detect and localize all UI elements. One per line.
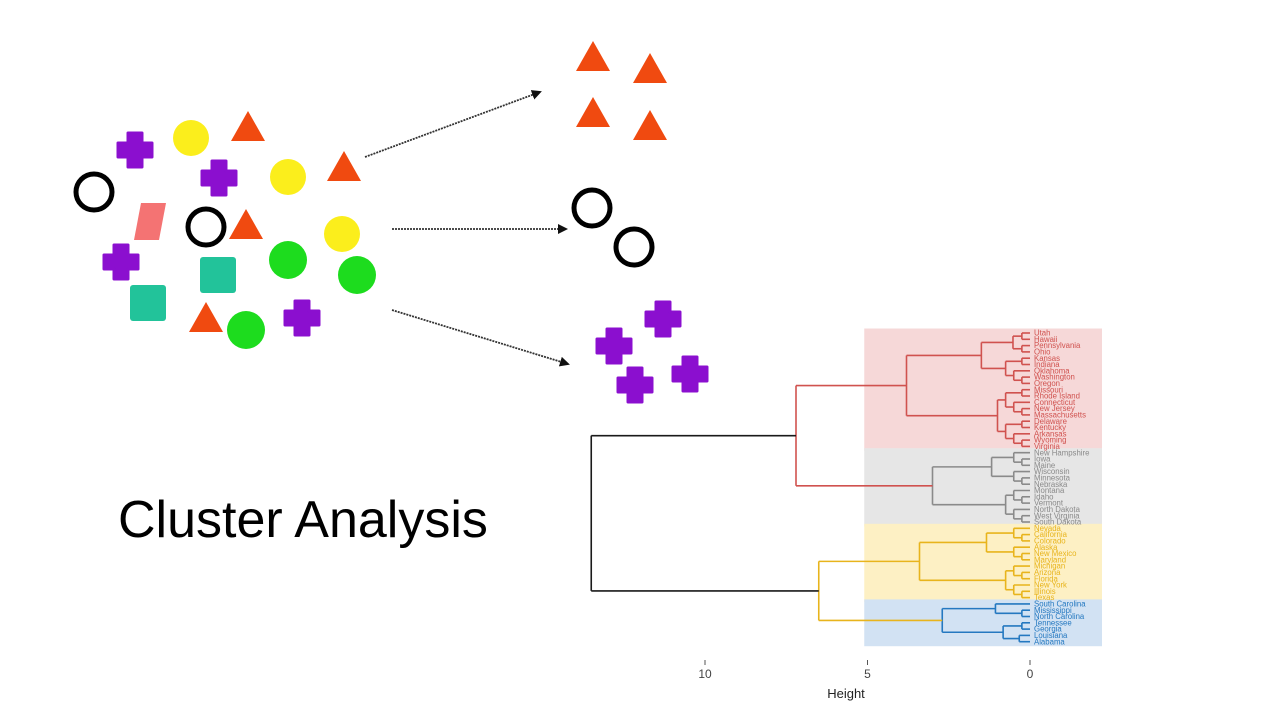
state-label: South Carolina — [1034, 600, 1086, 609]
state-label: Delaware — [1034, 417, 1067, 426]
state-label: Georgia — [1034, 625, 1062, 634]
state-label: Kansas — [1034, 354, 1060, 363]
state-label: North Carolina — [1034, 612, 1085, 621]
black-ring-shape — [613, 226, 655, 268]
yellow-circle-shape — [173, 120, 209, 156]
state-label: Alaska — [1034, 543, 1058, 552]
arrow-to-triangles — [364, 90, 542, 158]
state-label: Nebraska — [1034, 480, 1068, 489]
state-label: Oregon — [1034, 379, 1060, 388]
state-label: Alabama — [1034, 637, 1065, 646]
yellow-circle-shape — [270, 159, 306, 195]
state-label: Arizona — [1034, 568, 1061, 577]
arrow-to-pluses — [391, 309, 570, 367]
state-label: New York — [1034, 581, 1067, 590]
state-label: North Dakota — [1034, 505, 1081, 514]
cluster-band — [864, 599, 1102, 647]
yellow-circle-shape — [324, 216, 360, 252]
red-triangle-shape — [576, 97, 610, 127]
state-label: South Dakota — [1034, 518, 1082, 527]
state-label: Montana — [1034, 486, 1065, 495]
triangle-cluster — [576, 41, 667, 140]
black-ring-shape — [571, 187, 613, 229]
axis-tick-label: 0 — [1027, 667, 1034, 681]
green-circle-shape — [269, 241, 307, 279]
state-labels: UtahHawaiiPennsylvaniaOhioKansasIndianaO… — [1034, 329, 1089, 647]
pink-parallelogram-shape — [134, 203, 166, 240]
state-label: Nevada — [1034, 524, 1062, 533]
black-ring-shape — [73, 171, 115, 213]
dendrogram-chart: UtahHawaiiPennsylvaniaOhioKansasIndianaO… — [590, 328, 1102, 701]
state-label: Wisconsin — [1034, 467, 1070, 476]
state-label: Ohio — [1034, 348, 1051, 357]
state-label: Illinois — [1034, 587, 1056, 596]
axis-tick-label: 5 — [864, 667, 871, 681]
mixed-shapes-group — [73, 111, 376, 349]
state-label: Hawaii — [1034, 335, 1058, 344]
red-triangle-shape — [189, 302, 223, 332]
state-label: Connecticut — [1034, 398, 1076, 407]
height-axis: 10 5 0 — [698, 660, 1034, 681]
purple-plus-shape — [200, 159, 238, 197]
state-label: Rhode Island — [1034, 392, 1080, 401]
state-label: Oklahoma — [1034, 366, 1070, 375]
state-label: Florida — [1034, 574, 1058, 583]
state-label: Arkansas — [1034, 429, 1067, 438]
cluster-band — [864, 448, 1102, 527]
red-triangle-shape — [633, 110, 667, 140]
state-label: West Virginia — [1034, 511, 1080, 520]
shape-clustering-illustration — [73, 41, 709, 404]
state-label: Missouri — [1034, 385, 1063, 394]
state-label: Mississippi — [1034, 606, 1072, 615]
purple-plus-shape — [283, 299, 321, 337]
state-label: Louisiana — [1034, 631, 1068, 640]
state-label: New Mexico — [1034, 549, 1077, 558]
state-label: New Hampshire — [1034, 448, 1089, 457]
cluster-band — [864, 328, 1102, 451]
state-label: Massachusetts — [1034, 411, 1086, 420]
state-label: Wyoming — [1034, 436, 1066, 445]
state-label: Kentucky — [1034, 423, 1066, 432]
red-triangle-shape — [231, 111, 265, 141]
purple-plus-shape — [102, 243, 140, 281]
green-circle-shape — [338, 256, 376, 294]
state-label: Minnesota — [1034, 474, 1071, 483]
cluster-band — [864, 523, 1102, 603]
state-label: Utah — [1034, 329, 1050, 338]
page-title: Cluster Analysis — [118, 491, 488, 549]
axis-tick-label: 10 — [698, 667, 712, 681]
state-label: Indiana — [1034, 360, 1060, 369]
purple-plus-shape — [116, 131, 154, 169]
arrows-group — [364, 90, 570, 367]
red-triangle-shape — [229, 209, 263, 239]
black-ring-shape — [185, 206, 227, 248]
ring-cluster — [571, 187, 655, 268]
red-triangle-shape — [576, 41, 610, 71]
green-circle-shape — [227, 311, 265, 349]
state-label: Colorado — [1034, 537, 1066, 546]
state-label: California — [1034, 530, 1068, 539]
state-label: Iowa — [1034, 455, 1051, 464]
state-label: Tennessee — [1034, 618, 1072, 627]
axis-label-height: Height — [827, 686, 865, 701]
state-label: Pennsylvania — [1034, 341, 1081, 350]
state-label: Texas — [1034, 593, 1054, 602]
state-label: New Jersey — [1034, 404, 1075, 413]
dendrogram-branches — [590, 332, 1030, 643]
state-label: Maine — [1034, 461, 1055, 470]
teal-square-shape — [200, 257, 236, 293]
state-label: Idaho — [1034, 492, 1054, 501]
state-label: Virginia — [1034, 442, 1061, 451]
teal-square-shape — [130, 285, 166, 321]
cluster-bands — [864, 328, 1102, 647]
state-label: Washington — [1034, 373, 1075, 382]
red-triangle-shape — [327, 151, 361, 181]
state-label: Maryland — [1034, 555, 1066, 564]
state-label: Vermont — [1034, 499, 1064, 508]
state-label: Michigan — [1034, 562, 1065, 571]
red-triangle-shape — [633, 53, 667, 83]
